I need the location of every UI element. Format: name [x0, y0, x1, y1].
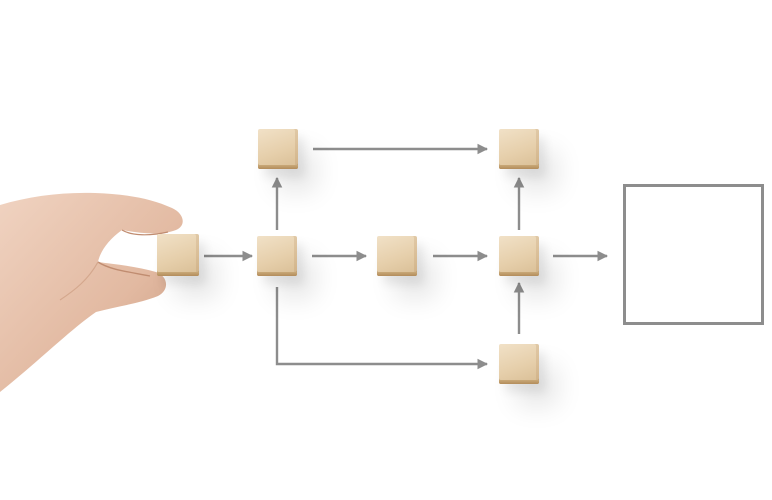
wood-block-node4[interactable]: [499, 236, 539, 276]
wood-block-held[interactable]: [157, 234, 199, 276]
wood-block-node3[interactable]: [377, 236, 417, 276]
hand-icon: [0, 192, 183, 392]
wood-block-top-right[interactable]: [499, 129, 539, 169]
empty-box-icon: [623, 184, 764, 325]
wood-block-node2[interactable]: [257, 236, 297, 276]
arrow-node2-down-to-bottom: [275, 287, 489, 370]
wood-block-bottom[interactable]: [499, 344, 539, 384]
wood-block-top-left[interactable]: [258, 129, 298, 169]
